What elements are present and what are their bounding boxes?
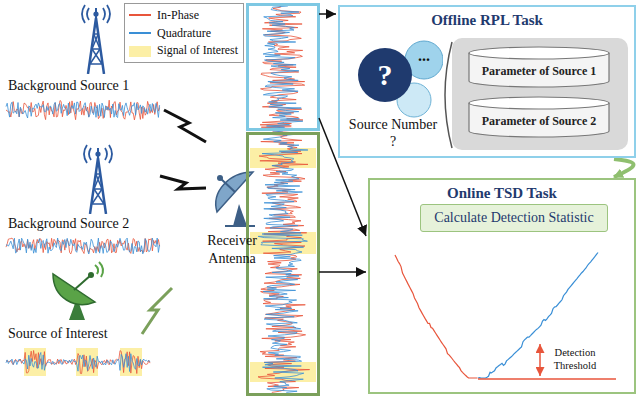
legend-line	[129, 32, 151, 34]
lightning-bolt	[164, 110, 206, 142]
legend-row: Quadrature	[129, 24, 239, 42]
waveform	[6, 102, 160, 118]
shape	[469, 47, 609, 59]
waveform	[6, 353, 150, 372]
lightning-bolt	[142, 288, 172, 334]
legend-row: In-Phase	[129, 6, 239, 24]
threshold-line	[478, 378, 616, 380]
waveform	[6, 238, 160, 254]
lightning-bolt	[160, 176, 206, 189]
bracket	[445, 42, 452, 148]
node-text: Calculate Detection Statistic	[425, 208, 603, 228]
illustration-part	[88, 272, 94, 278]
legend-text: In-Phase	[157, 6, 239, 24]
node-text: Source Number ?	[347, 116, 439, 152]
waveform	[6, 238, 160, 254]
illustration-part	[220, 178, 235, 192]
illustration-part	[74, 275, 91, 290]
strip-frame	[248, 5, 319, 130]
flow-arrow	[614, 159, 634, 177]
node-text: Parameter of Source 2	[472, 111, 606, 131]
strip-frame	[248, 134, 319, 395]
illustration-part	[233, 204, 247, 226]
legend-text: Quadrature	[157, 24, 239, 42]
panel-title: Offline RPL Task	[340, 10, 634, 30]
legend-box: In-PhaseQuadratureSignal of Interest	[124, 3, 244, 63]
source-label: Background Source 2	[8, 215, 178, 233]
statistic-curve	[395, 255, 478, 378]
antenna-label: Receiver Antenna	[198, 232, 266, 268]
threshold-label: Detection Threshold	[546, 346, 604, 372]
source-label: Source of Interest	[8, 325, 138, 343]
legend-text: Signal of Interest	[157, 42, 239, 60]
illustration-part	[95, 262, 103, 277]
legend-line	[129, 11, 151, 19]
arrow	[319, 271, 366, 273]
ellipsis-mark: ...	[410, 47, 438, 65]
panel-title: Online TSD Task	[370, 183, 634, 203]
legend-row: Signal of Interest	[129, 42, 239, 60]
shape	[469, 97, 609, 109]
waveform	[6, 100, 160, 120]
node-text: Parameter of Source 1	[472, 61, 606, 81]
waveform	[258, 6, 308, 392]
parameter-cylinder: Parameter of Source 2	[466, 96, 612, 138]
waveform	[6, 351, 150, 374]
illustration-part	[217, 175, 223, 181]
legend-line	[129, 29, 151, 37]
question-mark: ?	[367, 58, 403, 92]
threshold-arrow	[539, 344, 541, 376]
database-panel	[452, 38, 628, 150]
receiver-dish-icon	[216, 172, 255, 226]
illustration-part	[53, 274, 95, 304]
process-box: Calculate Detection Statistic	[420, 204, 608, 232]
source-dish-icon	[53, 262, 103, 320]
tower-icon	[84, 145, 112, 214]
arrow	[319, 118, 366, 236]
legend-line	[129, 14, 151, 16]
tower-icon	[82, 5, 110, 74]
parameter-cylinder: Parameter of Source 1	[466, 46, 612, 88]
arrow	[319, 13, 336, 15]
illustration-part	[225, 225, 255, 227]
legend-swatch	[129, 46, 151, 57]
waveform	[258, 6, 310, 392]
shape	[358, 48, 412, 102]
source-label: Background Source 1	[8, 77, 178, 95]
